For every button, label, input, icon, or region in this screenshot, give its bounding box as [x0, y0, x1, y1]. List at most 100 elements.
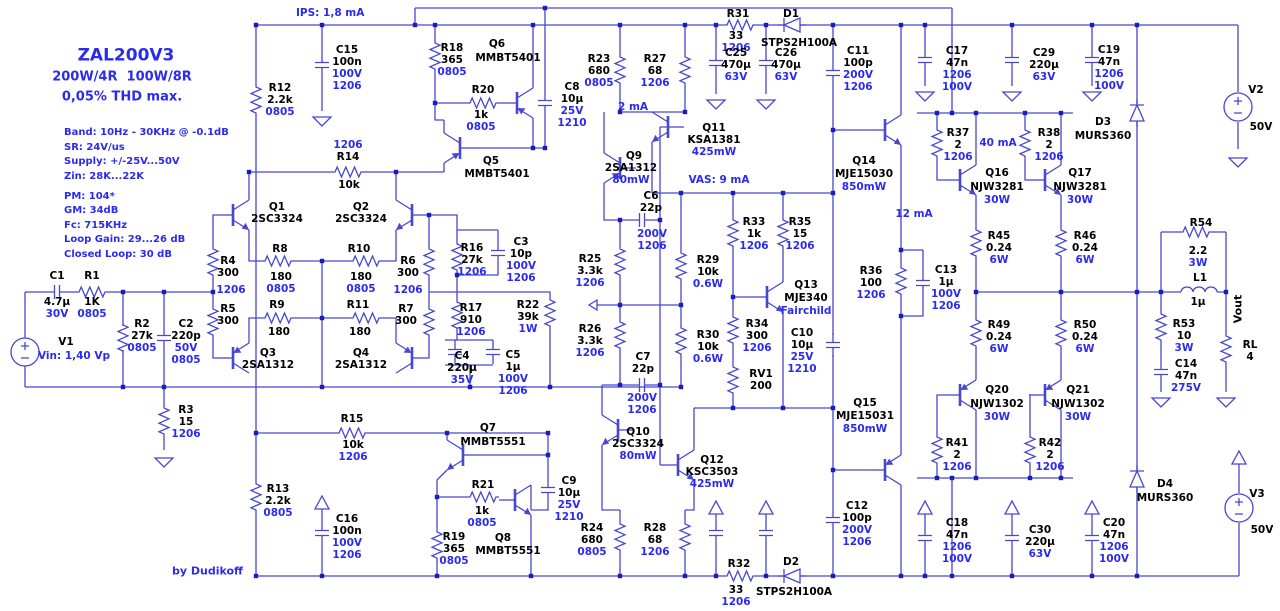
junction-dot [426, 212, 432, 218]
power-port-icon [1004, 500, 1020, 515]
resistor-R10 [350, 255, 382, 267]
capacitor-C15 [314, 52, 330, 78]
junction-dot [949, 475, 955, 481]
transistor-Q2 [394, 198, 430, 232]
resistor-R29 [675, 250, 687, 282]
junction-dot [713, 22, 719, 28]
resistor-R28 [679, 521, 691, 553]
resistor-R13 [250, 481, 262, 513]
resistor-R38 [1019, 127, 1031, 159]
capacitor-C25 [708, 50, 724, 76]
junction-dot [545, 430, 551, 436]
junction-dot [210, 289, 216, 295]
transistor-Q4 [394, 341, 430, 375]
junction-dot [682, 22, 688, 28]
resistor-R17 [451, 299, 463, 331]
ground-icon [1216, 397, 1236, 408]
capacitor-C10 [825, 332, 841, 358]
resistor-R3 [158, 405, 170, 437]
junction-dot [657, 217, 663, 223]
junction-dot [1058, 110, 1064, 116]
junction-dot [120, 384, 126, 390]
transistor-Q1 [215, 198, 251, 232]
resistor-R49 [970, 317, 982, 349]
capacitor-C11 [825, 60, 841, 86]
junction-dot [530, 22, 536, 28]
resistor-R18 [429, 40, 441, 72]
ground-icon [1151, 397, 1171, 408]
junction-dot [973, 110, 979, 116]
transistor-Q10 [600, 413, 636, 447]
junction-dot [1134, 573, 1140, 579]
power-port-icon [917, 500, 933, 515]
junction-dot [432, 22, 438, 28]
power-port-icon [708, 500, 724, 515]
transistor-Q17 [1027, 163, 1063, 197]
resistor-R21 [467, 491, 499, 503]
resistor-R36 [895, 265, 907, 297]
capacitor-C18 [917, 525, 933, 551]
capacitor-C19 [1084, 47, 1100, 73]
transistor-Q12 [660, 448, 696, 482]
capacitor-C29 [1004, 47, 1020, 73]
junction-dot [780, 190, 786, 196]
nfb-net-arrow-icon [587, 298, 598, 312]
resistor-R23 [614, 54, 626, 86]
capacitor-C8 [537, 90, 553, 116]
junction-dot [830, 190, 836, 196]
transistor-Q13 [749, 280, 785, 314]
transistor-Q21 [1027, 378, 1063, 412]
junction-dot [528, 573, 534, 579]
capacitor-C14 [1153, 359, 1169, 385]
junction-dot [678, 384, 684, 390]
transistor-Q16 [942, 163, 978, 197]
ground-icon [915, 91, 935, 102]
junction-dot [319, 315, 325, 321]
capacitor-C26 [758, 50, 774, 76]
source-V2 [1223, 92, 1253, 122]
source-V3 [1224, 493, 1254, 523]
resistor-RV1 [727, 364, 739, 396]
junction-dot [253, 22, 259, 28]
capacitor-C3 [490, 240, 506, 266]
wires [24, 7, 1240, 577]
resistor-R54 [1180, 226, 1212, 238]
junction-dot [319, 384, 325, 390]
junction-dot [393, 169, 399, 175]
junction-dot [617, 22, 623, 28]
diode-D1 [777, 17, 807, 33]
junction-dot [617, 302, 623, 308]
resistor-R42 [1024, 434, 1036, 466]
junction-dot [617, 573, 623, 579]
capacitor-C5 [485, 339, 501, 365]
junction-dot [1089, 22, 1095, 28]
capacitor-C20 [1084, 525, 1100, 551]
junction-dot [161, 289, 167, 295]
capacitor-C4 [447, 339, 463, 365]
junction-dot [973, 475, 979, 481]
resistor-R25 [614, 246, 626, 278]
junction-dots [120, 5, 1229, 579]
transistor-Q5 [442, 131, 478, 165]
diode-D2 [777, 568, 807, 584]
resistor-R33 [727, 217, 739, 249]
junction-dot [1223, 289, 1229, 295]
junction-dot [1009, 22, 1015, 28]
junction-dot [949, 573, 955, 579]
junction-dot [898, 22, 904, 28]
junction-dot [542, 5, 548, 11]
transistor-Q20 [942, 378, 978, 412]
resistor-R5 [207, 306, 219, 338]
resistor-R24 [614, 521, 626, 553]
resistor-R19 [431, 529, 443, 561]
junction-dot [319, 22, 325, 28]
junction-dot [678, 190, 684, 196]
resistor-R26 [614, 319, 626, 351]
resistor-R34 [727, 314, 739, 346]
junction-dot [713, 573, 719, 579]
wire-network [24, 7, 1240, 577]
junction-dot [617, 382, 623, 388]
ground-icon [154, 457, 174, 468]
junction-dot [434, 494, 440, 500]
